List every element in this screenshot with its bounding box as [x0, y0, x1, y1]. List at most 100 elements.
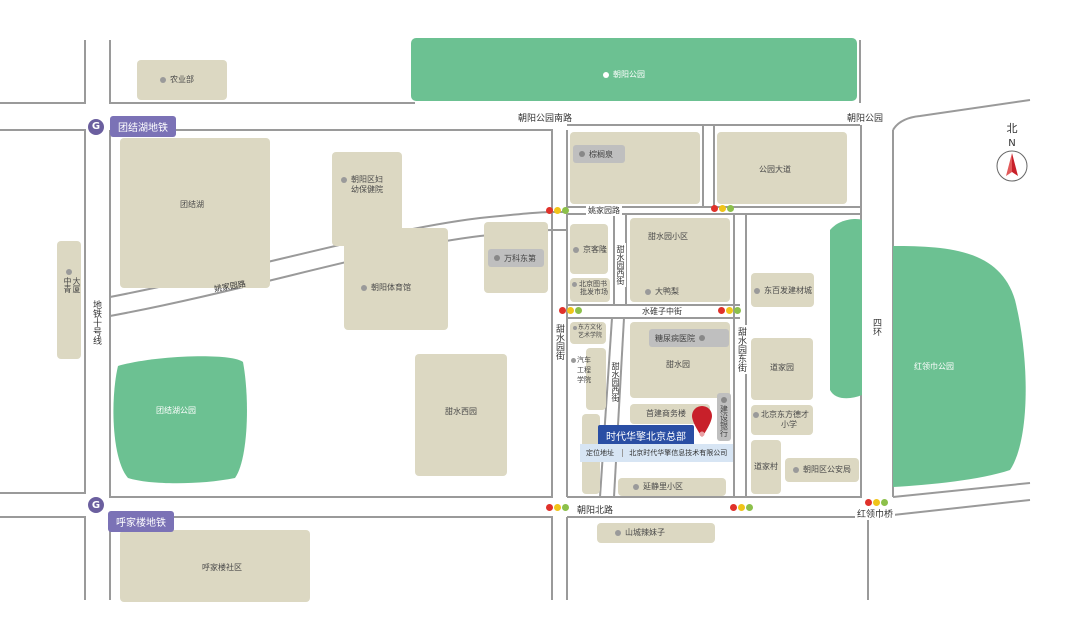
road-metro-line10: 地铁十号线 [90, 298, 103, 347]
metro-icon: G [88, 118, 104, 135]
park-dot-icon [603, 71, 609, 78]
qiche-school-label: 汽车 工程 学院 [571, 355, 591, 385]
shanchengjiaozi-block [597, 523, 715, 543]
tianshuiyuan-xiaoqu-block [630, 218, 730, 302]
location-pin-icon[interactable] [690, 404, 714, 438]
place-dot-icon [571, 357, 576, 363]
tianshuiyuan-label: 甜水园 [666, 360, 690, 369]
road-hongling-bridge: 红领巾桥 [855, 507, 896, 520]
place-dot-icon [753, 411, 759, 418]
place-dot-icon [573, 325, 577, 330]
place-dot-icon [754, 287, 760, 294]
road-tianshui-street-mid: 甜水园西街 [611, 362, 620, 402]
metro-hujialou[interactable]: G [88, 497, 110, 513]
tangniaobing-pill: 糖尿病医院 [649, 329, 729, 347]
tiyuguan-label: 朝阳体育馆 [361, 283, 411, 293]
traffic-light-icon [546, 504, 569, 511]
dongfang-art-label: 东方文化 艺术学院 [573, 324, 602, 340]
tianshuixiyuan-block [415, 354, 507, 476]
daojiacun-block [751, 440, 781, 494]
hq-address: 定位地址 北京时代华擎信息技术有限公司 [580, 444, 734, 462]
book-market-label: 北京图书 批发市场 [572, 280, 608, 296]
zhongqingdasha-label: 中青大厦 [63, 268, 81, 295]
metro-icon: G [88, 497, 104, 513]
shoujian-label: 首建商务楼 [646, 409, 686, 418]
shanchengjiaozi-label: 山城辣妹子 [615, 528, 665, 538]
compass-arrow-icon [996, 150, 1028, 182]
gonganju-label: 朝阳区公安局 [793, 465, 851, 475]
traffic-light-icon [730, 504, 753, 511]
place-dot-icon [699, 335, 705, 341]
hq-address-value: 北京时代华擎信息技术有限公司 [622, 449, 728, 457]
jingkelong-label: 京客隆 [573, 245, 607, 255]
place-dot-icon [633, 483, 639, 490]
yanjingli-label: 延静里小区 [633, 482, 683, 492]
tianshuixiyuan-label: 甜水西园 [445, 407, 477, 416]
chaoyang-park-label: 朝阳公园 [603, 70, 645, 80]
road-chaoyang-park: 朝阳公园 [845, 111, 886, 124]
place-dot-icon [494, 255, 500, 261]
nongyebu-label: 农业部 [160, 75, 194, 85]
fuyou-label: 朝阳区妇 幼保健院 [341, 175, 383, 195]
chaoyang-park [411, 38, 857, 101]
daojiayuan-label: 道家园 [770, 363, 794, 372]
shoujian-block [630, 404, 710, 424]
dongfang-art-block [570, 322, 606, 344]
metro-tuanjiehu-label: 团结湖地铁 [110, 116, 176, 137]
tianshuiyuan-xiaoqu-label: 甜水园小区 [648, 232, 688, 241]
hq-address-label: 定位地址 [586, 449, 614, 457]
traffic-light-icon [711, 205, 734, 212]
place-dot-icon [66, 268, 72, 275]
place-dot-icon [579, 151, 585, 157]
daojiacun-label: 道家村 [754, 462, 778, 471]
road-tianshui-east-street: 甜水园东街 [735, 325, 748, 374]
nongyebu-block [137, 60, 227, 100]
place-dot-icon [572, 281, 577, 287]
compass-north-cn: 北 [1006, 122, 1018, 135]
dongbai-block [751, 273, 814, 307]
dongfangdecai-label: 北京东方德才 小学 [753, 410, 809, 430]
place-dot-icon [793, 466, 799, 473]
compass-north-en: N [1008, 138, 1016, 149]
tuanjiehu-block [120, 138, 270, 288]
place-dot-icon [361, 284, 367, 291]
tuanjiehu-park-label: 团结湖公园 [156, 406, 196, 415]
traffic-light-icon [546, 207, 569, 214]
compass: 北 N [996, 120, 1028, 194]
zhongqingdasha-block [57, 241, 81, 359]
road-shuidui-middle: 水碓子中街 [640, 306, 684, 317]
traffic-light-icon [865, 499, 888, 506]
tuanjiehu-label: 团结湖 [180, 200, 204, 209]
road-east-4th-ring: 四环 [870, 316, 883, 338]
traffic-light-icon [718, 307, 741, 314]
gongyuan-dadao-block [717, 132, 847, 204]
place-dot-icon [160, 76, 166, 83]
road-chaoyang-park-south: 朝阳公园南路 [516, 111, 575, 124]
place-dot-icon [721, 397, 727, 403]
yanjingli-block [618, 478, 726, 496]
hq-title[interactable]: 时代华擎北京总部 [598, 425, 694, 446]
hujialou-shequ-label: 呼家楼社区 [202, 563, 242, 572]
dongbai-label: 东百发建材城 [754, 286, 812, 296]
daojiayuan-block [751, 338, 813, 400]
road-yaojia-right: 姚家园路 [586, 205, 622, 216]
hujialou-shequ-block [120, 530, 310, 602]
book-market-block [570, 278, 610, 302]
traffic-light-icon [559, 307, 582, 314]
place-dot-icon [573, 246, 579, 253]
place-dot-icon [615, 529, 621, 536]
place-dot-icon [341, 176, 347, 183]
place-dot-icon [645, 288, 651, 295]
dayali-label: 大鸭梨 [645, 287, 679, 297]
zonglvquan-pill: 棕榈泉 [573, 145, 625, 163]
metro-hujialou-label[interactable]: 呼家楼地铁 [108, 511, 174, 532]
qiche-school-block [586, 348, 606, 410]
jianshe-bank-pill: 建设银行 [717, 393, 731, 441]
road-chaoyang-north: 朝阳北路 [575, 503, 616, 516]
metro-tuanjiehu[interactable]: G 团结湖地铁 [88, 116, 176, 137]
hongling-park-label: 红领巾公园 [914, 362, 954, 371]
tiyuguan-block [344, 228, 448, 330]
dongfangdecai-block [751, 405, 813, 435]
